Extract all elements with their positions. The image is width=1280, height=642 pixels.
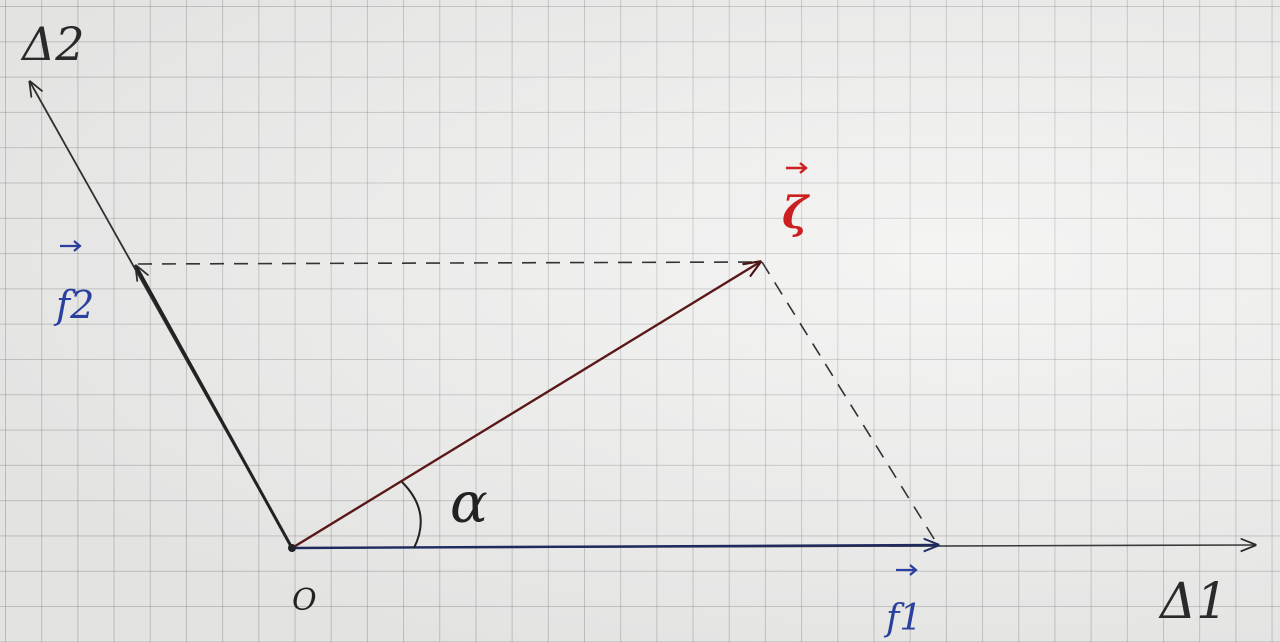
vector-f2-label-arrow (60, 240, 82, 252)
vector-f1-label-arrow (896, 564, 918, 576)
axis-delta2-label: Δ2 (20, 17, 85, 71)
vector-zeta-label-group: ζ (782, 162, 810, 239)
vector-f2-label-group: f2 (53, 240, 94, 327)
axis-delta1-label: Δ1 (1158, 572, 1228, 630)
vector-f2-label: f2 (53, 283, 94, 327)
origin-dot (288, 544, 296, 552)
vector-f1-line (291, 545, 938, 548)
vector-f2-line (136, 266, 294, 549)
vector-f1-label-group: f1 (883, 564, 922, 639)
dashed-projection-horizontal (137, 261, 761, 265)
vector-zeta-line (291, 262, 760, 550)
dashed-projection-oblique (761, 261, 937, 543)
vector-zeta-label: ζ (782, 188, 810, 239)
vector-f1-label: f1 (883, 598, 922, 639)
vector-zeta-label-arrow (786, 162, 808, 174)
angle-alpha-arc (401, 481, 422, 549)
origin-label: O (292, 583, 317, 618)
angle-alpha-label: α (450, 471, 488, 536)
